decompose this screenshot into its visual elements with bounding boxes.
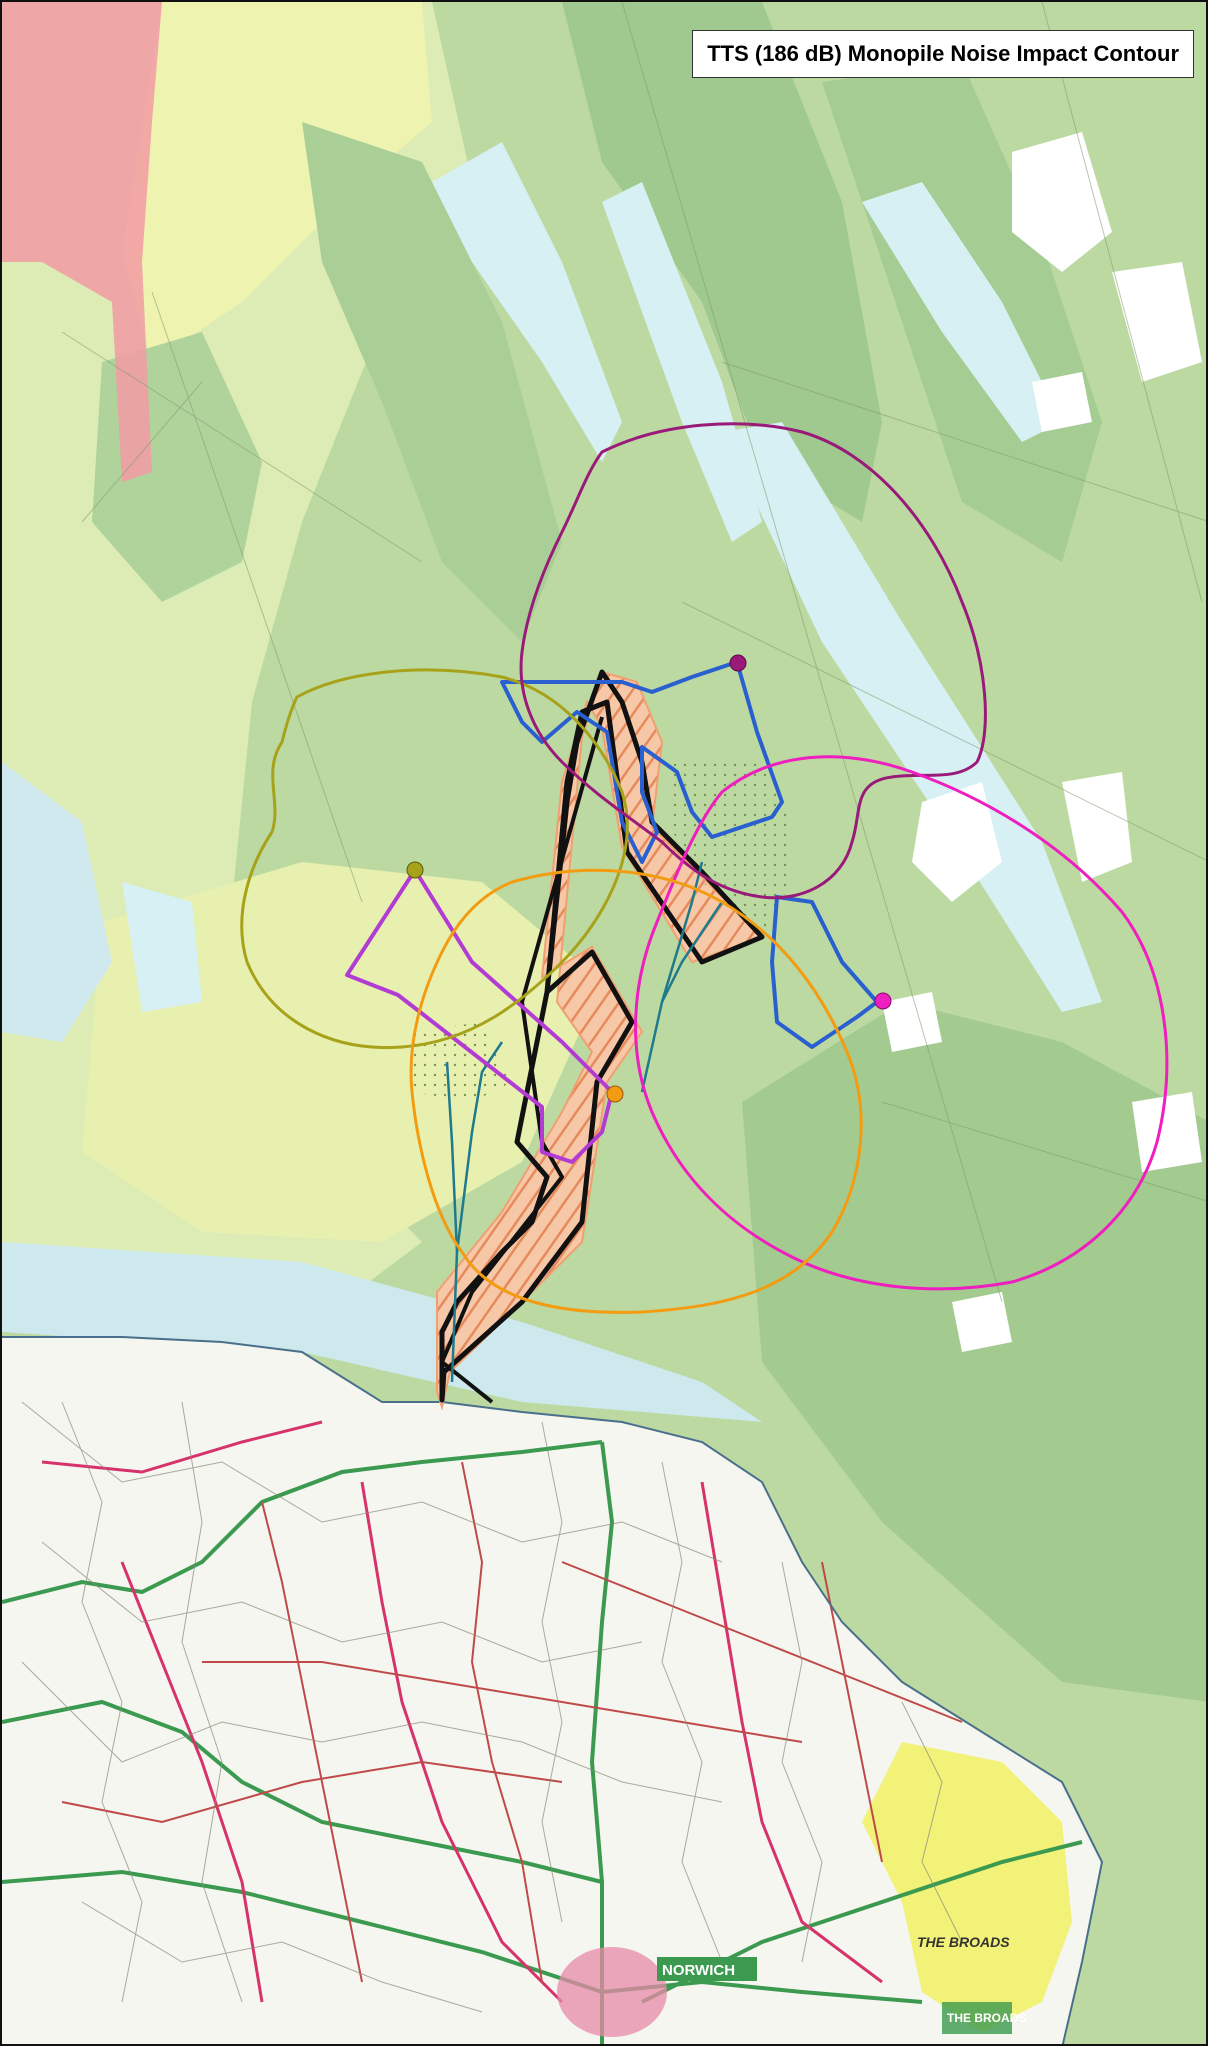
cable-route-black-west[interactable] [440, 716, 604, 1404]
sea-yellow-zone [122, 2, 432, 362]
noise-contour-magenta[interactable] [634, 755, 1169, 1291]
sandbank-5 [882, 992, 942, 1052]
deep-green-band-3 [302, 122, 562, 642]
array-dotted-area [667, 762, 792, 932]
norwich-urban-area[interactable] [557, 1947, 667, 2037]
cable-route-black[interactable] [439, 669, 765, 1403]
restricted-zone-red [2, 2, 162, 482]
sandbank-2 [1112, 262, 1202, 382]
chart-grid-lines [61, 2, 1206, 1303]
shallow-channel-coast [2, 1242, 762, 1422]
project-boundary-violet[interactable] [345, 868, 614, 1164]
sandbank-3 [912, 782, 1002, 902]
land-norfolk[interactable] [2, 1337, 1102, 2046]
map-title: TTS (186 dB) Monopile Noise Impact Conto… [707, 41, 1179, 66]
source-point-olive[interactable] [406, 861, 424, 879]
noise-contour-olive[interactable] [240, 668, 629, 1050]
sea-yellow-zone-south [82, 862, 602, 1242]
label-norwich[interactable]: NORWICH [662, 1962, 735, 1979]
noise-contour-orange[interactable] [409, 868, 863, 1314]
source-point-orange[interactable] [606, 1085, 624, 1103]
source-point-purple[interactable] [729, 654, 747, 672]
sandbank-4 [1062, 772, 1132, 882]
deep-green-band-4 [742, 1002, 1206, 1702]
shallow-channel-1 [432, 142, 622, 462]
teal-cable-lines [445, 861, 724, 1383]
project-boundary-blue[interactable] [500, 660, 879, 1049]
shallow-channel-3 [722, 422, 1102, 1012]
shallow-channel-2 [602, 182, 762, 542]
broads-area [862, 1742, 1072, 2032]
shallow-channel-5 [2, 762, 112, 1042]
label-the-broads-2[interactable]: THE BROADS [947, 2011, 1026, 2025]
sandbank-7 [952, 1292, 1012, 1352]
shallow-channel-4 [862, 182, 1062, 442]
coastline [2, 1336, 1104, 2044]
deep-green-band-1 [562, 2, 882, 522]
map-title-box: TTS (186 dB) Monopile Noise Impact Conto… [692, 30, 1194, 78]
sandbank-8 [1032, 372, 1092, 432]
source-point-magenta[interactable] [874, 992, 892, 1010]
sandbank-1 [1012, 132, 1112, 272]
label-the-broads[interactable]: THE BROADS [917, 1934, 1010, 1950]
shallow-channel-6 [122, 882, 202, 1012]
sandbank-6 [1132, 1092, 1202, 1172]
place-labels: NORWICH THE BROADS THE BROADS [657, 1934, 1026, 2034]
noise-contour-purple[interactable] [519, 422, 987, 900]
minor-roads [21, 1401, 963, 2013]
